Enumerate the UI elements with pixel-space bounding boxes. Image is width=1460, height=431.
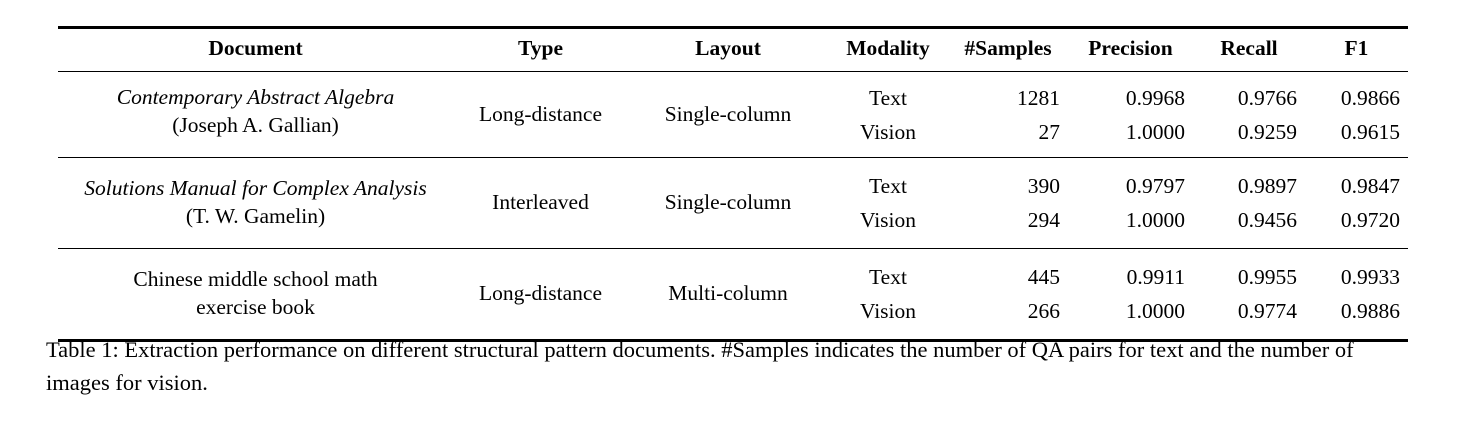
f1-vision: 0.9615 <box>1340 120 1400 144</box>
cell-precision: 0.9797 1.0000 <box>1068 156 1193 248</box>
results-table: Document Type Layout Modality #Samples P… <box>58 26 1408 342</box>
modality-text: Text <box>869 173 907 198</box>
precision-text: 0.9911 <box>1126 264 1185 289</box>
column-header-recall: Recall <box>1193 26 1305 72</box>
document-subtitle: exercise book <box>196 295 315 319</box>
cell-type: Long-distance <box>453 247 628 342</box>
cell-type: Long-distance <box>479 102 602 127</box>
cell-recall: 0.9955 0.9774 <box>1193 247 1305 342</box>
results-table-container: Document Type Layout Modality #Samples P… <box>58 26 1408 342</box>
precision-vision: 1.0000 <box>1125 120 1185 144</box>
cell-samples: 1281 27 <box>948 71 1068 157</box>
recall-text: 0.9897 <box>1237 173 1297 198</box>
cell-recall: 0.9766 0.9259 <box>1193 71 1305 157</box>
cell-document: Chinese middle school math exercise book <box>58 247 453 342</box>
document-author: (Joseph A. Gallian) <box>172 113 339 137</box>
column-header-type: Type <box>453 26 628 72</box>
table-caption: Table 1: Extraction performance on diffe… <box>46 337 1354 396</box>
f1-vision: 0.9720 <box>1340 207 1400 232</box>
modality-text: Text <box>869 264 907 289</box>
column-header-f1: F1 <box>1305 26 1408 72</box>
cell-precision: 0.9968 1.0000 <box>1068 71 1193 157</box>
document-title: Chinese middle school math <box>133 266 378 291</box>
f1-text: 0.9933 <box>1340 264 1400 289</box>
cell-f1: 0.9847 0.9720 <box>1305 156 1408 248</box>
f1-vision: 0.9886 <box>1340 298 1400 323</box>
precision-text: 0.9968 <box>1125 86 1185 110</box>
samples-text: 1281 <box>1017 86 1060 110</box>
samples-vision: 27 <box>1038 120 1061 144</box>
recall-vision: 0.9774 <box>1237 298 1297 323</box>
samples-text: 390 <box>1027 173 1060 198</box>
recall-vision: 0.9259 <box>1237 120 1297 144</box>
modality-text: Text <box>869 86 907 110</box>
modality-vision: Vision <box>859 298 917 323</box>
document-title: Contemporary Abstract Algebra <box>116 84 395 109</box>
column-header-document: Document <box>58 26 453 72</box>
modality-vision: Vision <box>859 207 917 232</box>
recall-text: 0.9766 <box>1237 86 1297 110</box>
cell-samples: 390 294 <box>948 156 1068 248</box>
samples-text: 445 <box>1027 264 1060 289</box>
cell-f1: 0.9866 0.9615 <box>1305 71 1408 157</box>
column-header-layout: Layout <box>628 26 828 72</box>
f1-text: 0.9866 <box>1340 86 1400 110</box>
precision-vision: 1.0000 <box>1125 298 1185 323</box>
cell-recall: 0.9897 0.9456 <box>1193 156 1305 248</box>
cell-layout: Single-column <box>628 156 828 248</box>
document-author: (T. W. Gamelin) <box>185 204 326 228</box>
table-row: Contemporary Abstract Algebra (Joseph A.… <box>58 71 1408 157</box>
samples-vision: 294 <box>1027 207 1060 232</box>
cell-type: Interleaved <box>453 156 628 248</box>
cell-document: Solutions Manual for Complex Analysis (T… <box>58 156 453 248</box>
cell-layout: Single-column <box>664 102 792 127</box>
table-row: Chinese middle school math exercise book… <box>58 247 1408 342</box>
cell-precision: 0.9911 1.0000 <box>1068 247 1193 342</box>
table-body: Contemporary Abstract Algebra (Joseph A.… <box>58 71 1408 342</box>
cell-modality: Text Vision <box>828 71 948 157</box>
table-header: Document Type Layout Modality #Samples P… <box>58 26 1408 72</box>
modality-vision: Vision <box>859 120 917 144</box>
recall-text: 0.9955 <box>1237 264 1297 289</box>
document-title: Solutions Manual for Complex Analysis <box>84 175 427 200</box>
table-row: Solutions Manual for Complex Analysis (T… <box>58 156 1408 248</box>
precision-vision: 1.0000 <box>1125 207 1185 232</box>
f1-text: 0.9847 <box>1340 173 1400 198</box>
recall-vision: 0.9456 <box>1237 207 1297 232</box>
table-header-row: Document Type Layout Modality #Samples P… <box>58 26 1408 72</box>
precision-text: 0.9797 <box>1125 173 1185 198</box>
cell-document: Contemporary Abstract Algebra (Joseph A.… <box>58 71 453 157</box>
cell-samples: 445 266 <box>948 247 1068 342</box>
column-header-precision: Precision <box>1068 26 1193 72</box>
cell-modality: Text Vision <box>828 247 948 342</box>
cell-f1: 0.9933 0.9886 <box>1305 247 1408 342</box>
cell-modality: Text Vision <box>828 156 948 248</box>
cell-layout: Multi-column <box>628 247 828 342</box>
column-header-samples: #Samples <box>948 26 1068 72</box>
column-header-modality: Modality <box>828 26 948 72</box>
samples-vision: 266 <box>1027 298 1060 323</box>
